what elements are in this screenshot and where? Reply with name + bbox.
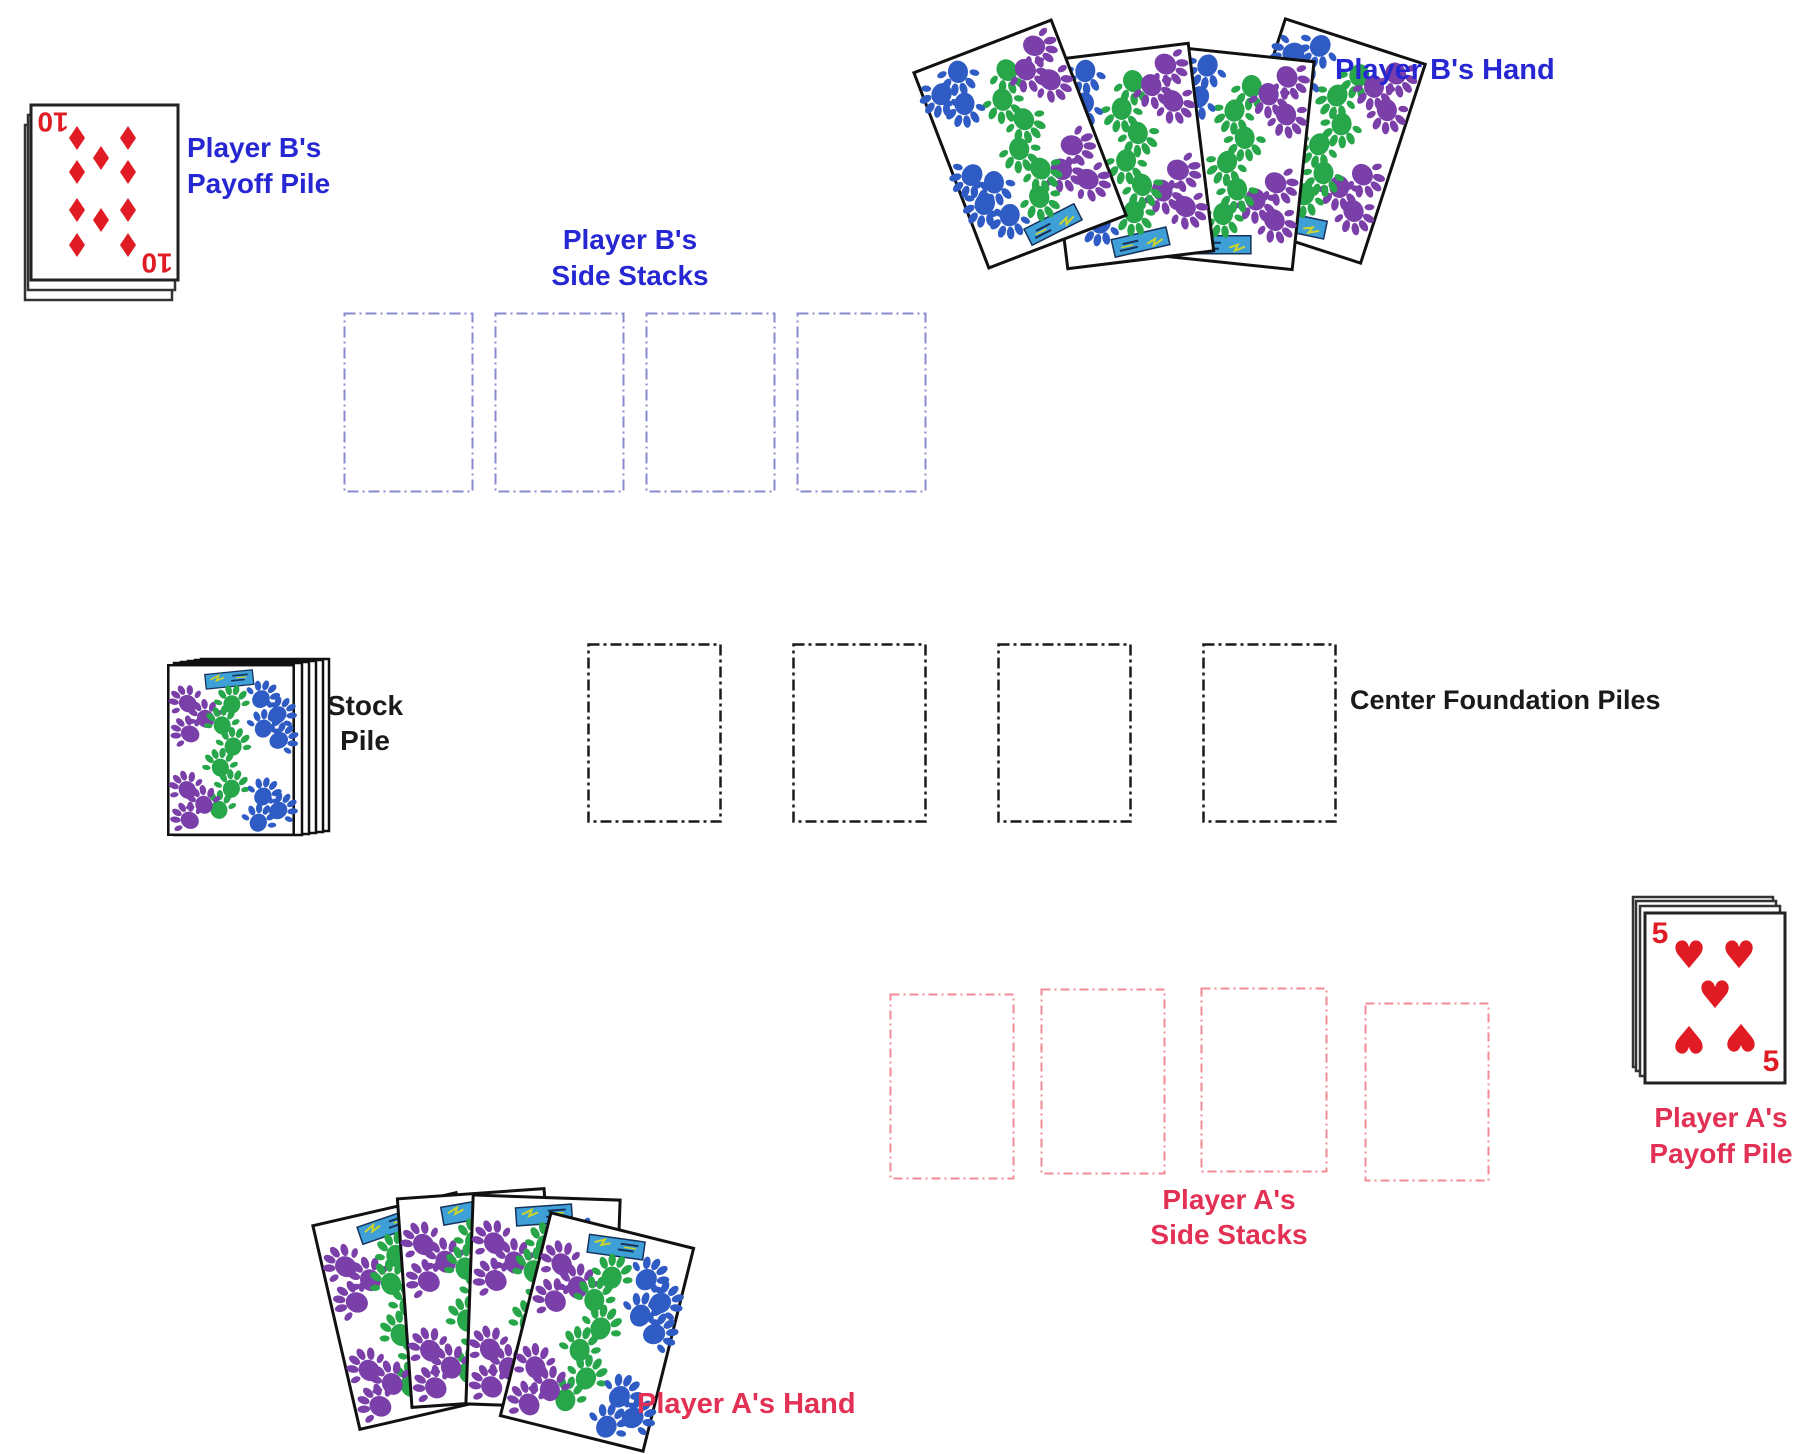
player-a-side-slot-2[interactable]	[1040, 988, 1166, 1175]
svg-text:♥: ♥	[1722, 933, 1756, 977]
svg-text:♥: ♥	[1698, 973, 1732, 1017]
card-rank-top: 5	[1652, 917, 1669, 950]
card-rank-bottom: 10	[141, 248, 172, 279]
player-a-payoff-pile[interactable]: ♥ ♥ ♥ ♥ ♥ 5 5	[1615, 893, 1805, 1093]
player-a-side-slot-1[interactable]	[889, 993, 1015, 1180]
player-a-side-stacks-label: Player A's Side Stacks	[1089, 1182, 1369, 1252]
player-a-payoff-label: Player A's Payoff Pile	[1581, 1100, 1807, 1172]
player-a-side-label-line2: Side Stacks	[1150, 1219, 1308, 1250]
player-b-payoff-label: Player B's Payoff Pile	[187, 130, 330, 202]
center-foundation-slot-2[interactable]	[792, 643, 927, 823]
player-a-side-slot-4[interactable]	[1364, 1002, 1490, 1182]
card-rank-bottom: 5	[1763, 1045, 1780, 1078]
center-foundation-slot-1[interactable]	[587, 643, 722, 823]
card-rank-top: 10	[37, 107, 68, 138]
stock-label-line1: Stock	[326, 690, 404, 721]
stock-label-line2: Pile	[340, 725, 390, 756]
player-b-side-slot-4[interactable]	[796, 312, 927, 493]
player-b-side-slot-1[interactable]	[343, 312, 474, 493]
player-b-payoff-label-line1: Player B's	[187, 132, 322, 163]
player-b-payoff-label-line2: Payoff Pile	[187, 168, 331, 199]
player-b-side-label-line2: Side Stacks	[551, 260, 709, 291]
player-b-side-stacks-label: Player B's Side Stacks	[490, 222, 770, 294]
stock-pile-cards	[160, 657, 331, 848]
player-b-side-slot-3[interactable]	[645, 312, 776, 493]
center-foundation-slot-3[interactable]	[997, 643, 1132, 823]
player-b-hand-label: Player B's Hand	[1335, 54, 1555, 86]
svg-text:♥: ♥	[1724, 1015, 1758, 1059]
player-a-payoff-label-line2: Payoff Pile	[1649, 1138, 1793, 1169]
player-a-side-slot-3[interactable]	[1200, 987, 1328, 1173]
player-b-side-slot-2[interactable]	[494, 312, 625, 493]
center-foundation-slot-4[interactable]	[1202, 643, 1337, 823]
center-foundation-label: Center Foundation Piles	[1350, 685, 1661, 715]
stock-pile-label: Stock Pile	[305, 688, 425, 758]
player-a-payoff-label-line1: Player A's	[1654, 1102, 1788, 1133]
player-a-hand-label: Player A's Hand	[637, 1388, 856, 1420]
svg-text:♥: ♥	[1672, 933, 1706, 977]
player-a-side-label-line1: Player A's	[1162, 1184, 1296, 1215]
payoff-card-10-diamonds: 10 10	[23, 103, 180, 302]
player-b-payoff-pile[interactable]: 10 10	[20, 95, 195, 310]
payoff-card-5-hearts: ♥ ♥ ♥ ♥ ♥ 5 5	[1631, 895, 1787, 1085]
svg-text:♥: ♥	[1672, 1017, 1706, 1061]
stock-pile[interactable]	[160, 656, 338, 848]
player-b-side-label-line1: Player B's	[562, 224, 698, 255]
